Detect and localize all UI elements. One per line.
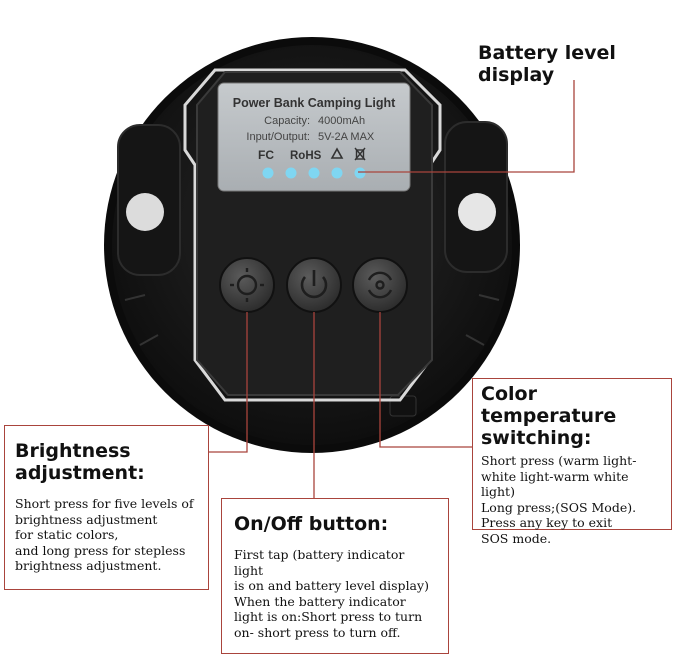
fc-mark: FC bbox=[258, 148, 274, 162]
battery-led bbox=[354, 167, 366, 179]
recycle-icon bbox=[330, 147, 344, 159]
onoff-title: On/Off button: bbox=[234, 513, 389, 535]
color-temperature-callout: Color temperature switching: Short press… bbox=[472, 378, 672, 546]
wire-handle bbox=[183, 68, 442, 402]
color-temperature-line-1: Short press (warm light- bbox=[481, 453, 637, 468]
color-temperature-title-2: switching: bbox=[481, 427, 592, 449]
color-temperature-button[interactable] bbox=[352, 257, 408, 313]
screen-title: Power Bank Camping Light bbox=[233, 96, 396, 110]
onoff-line-4: light is on:Short press to turn bbox=[234, 609, 423, 624]
brightness-button[interactable] bbox=[219, 257, 275, 313]
brightness-callout: Brightness adjustment: Short press for f… bbox=[4, 425, 209, 590]
onoff-line-5: on- short press to turn off. bbox=[234, 624, 401, 640]
lcd-screen: Power Bank Camping Light Capacity: 4000m… bbox=[217, 82, 411, 192]
color-temperature-line-3: Long press;(SOS Mode). bbox=[481, 499, 637, 515]
onoff-line-3: When the battery indicator bbox=[234, 593, 406, 609]
waste-bin-icon bbox=[354, 147, 366, 161]
brightness-title-2: adjustment: bbox=[15, 462, 145, 484]
battery-led bbox=[308, 167, 320, 179]
onoff-callout: On/Off button: First tap (battery indica… bbox=[221, 498, 449, 654]
leader-lines bbox=[209, 80, 575, 498]
brightness-line-1: Short press for five levels of bbox=[15, 496, 194, 511]
brightness-line-2: brightness adjustment bbox=[15, 511, 158, 527]
capacity-label: Capacity: bbox=[264, 115, 310, 127]
battery-led bbox=[262, 167, 274, 179]
onoff-line-2: is on and battery level display) bbox=[234, 578, 429, 593]
battery-led bbox=[285, 167, 297, 179]
power-button[interactable] bbox=[286, 257, 342, 313]
brightness-line-4: and long press for stepless bbox=[15, 542, 186, 558]
brightness-title-1: Brightness bbox=[15, 440, 131, 462]
brightness-line-3: for static colors, bbox=[15, 527, 119, 542]
battery-level-callout-title: Battery level display bbox=[478, 42, 616, 86]
brightness-line-5: brightness adjustment. bbox=[15, 558, 162, 573]
io-value: 5V-2A MAX bbox=[318, 131, 375, 143]
battery-led bbox=[331, 167, 343, 179]
color-temperature-line-5: SOS mode. bbox=[481, 530, 552, 546]
onoff-line-1: First tap (battery indicator light bbox=[234, 547, 405, 578]
color-temperature-icon bbox=[367, 271, 393, 299]
color-temperature-line-2: white light-warm white light) bbox=[481, 468, 629, 500]
battery-led-row bbox=[262, 167, 366, 179]
brightness-icon bbox=[230, 268, 264, 302]
capacity-value: 4000mAh bbox=[318, 115, 365, 127]
rohs-mark: RoHS bbox=[290, 150, 322, 162]
color-temperature-line-4: Press any key to exit bbox=[481, 515, 613, 530]
color-temperature-title-1: Color temperature bbox=[481, 383, 617, 427]
io-label: Input/Output: bbox=[246, 131, 310, 143]
power-icon bbox=[300, 270, 328, 299]
